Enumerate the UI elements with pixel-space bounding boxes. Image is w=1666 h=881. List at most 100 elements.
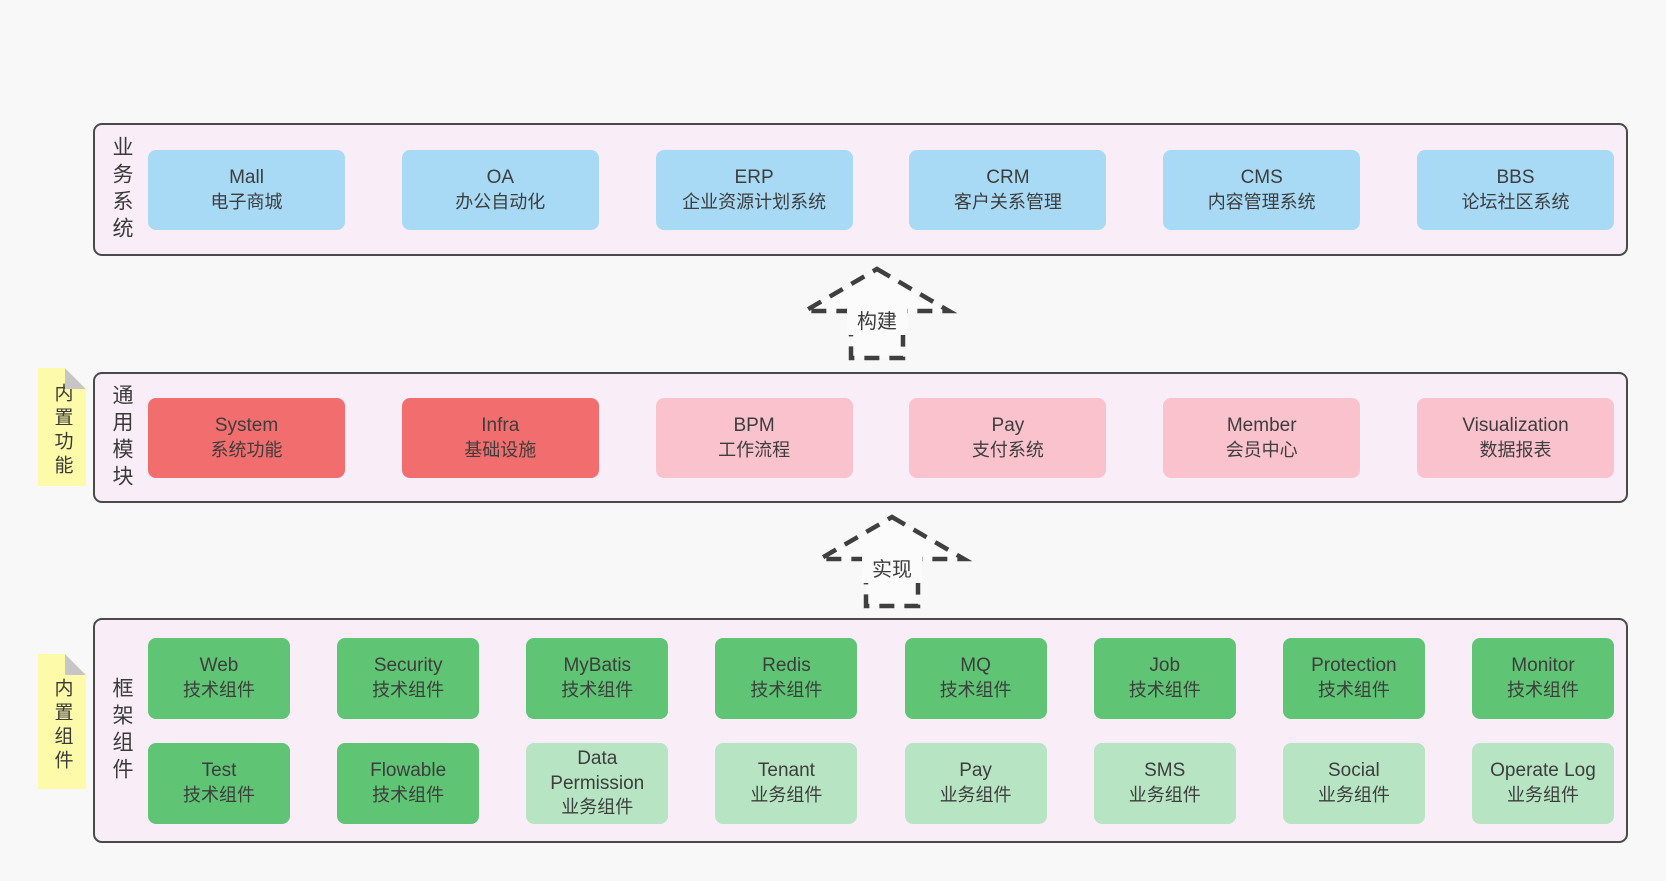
box-subtitle: 支付系统 xyxy=(971,439,1044,460)
box-monitor: Monitor 技术组件 xyxy=(1471,638,1614,719)
box-subtitle: 系统功能 xyxy=(210,439,283,460)
framework-components-row-1: Web 技术组件 Security 技术组件 MyBatis 技术组件 Redi… xyxy=(148,638,1614,719)
box-social: Social 业务组件 xyxy=(1282,743,1425,824)
box-title: ERP xyxy=(734,166,774,188)
box-subtitle: 技术组件 xyxy=(1128,680,1201,701)
box-subtitle: 技术组件 xyxy=(372,785,445,806)
box-subtitle: 技术组件 xyxy=(1317,680,1390,701)
box-title: Pay xyxy=(959,760,992,782)
box-subtitle: 技术组件 xyxy=(372,680,445,701)
layer-framework-components: 框架组件 Web 技术组件 Security 技术组件 MyBatis 技术组件… xyxy=(93,618,1628,843)
box-title: Protection xyxy=(1311,655,1397,677)
box-title: Security xyxy=(373,655,443,677)
sticky-note-built-in-components: 内置组件 xyxy=(38,654,86,789)
box-title: OA xyxy=(486,166,515,188)
box-subtitle: 技术组件 xyxy=(750,680,823,701)
box-oa: OA 办公自动化 xyxy=(401,150,599,230)
box-subtitle: 技术组件 xyxy=(183,680,255,701)
box-title: Redis xyxy=(762,655,811,677)
box-flowable: Flowable 技术组件 xyxy=(337,743,480,824)
box-crm: CRM 客户关系管理 xyxy=(909,150,1107,230)
box-subtitle: 技术组件 xyxy=(183,785,255,806)
box-system: System 系统功能 xyxy=(148,398,345,478)
arrow-label-backplate xyxy=(847,307,907,335)
common-modules-row: System 系统功能 Infra 基础设施 BPM 工作流程 Pay 支付系统… xyxy=(148,398,1614,478)
box-sms: SMS 业务组件 xyxy=(1093,743,1236,824)
box-operate-log: Operate Log 业务组件 xyxy=(1471,743,1614,824)
box-subtitle: 业务组件 xyxy=(1317,785,1390,806)
layer-business-systems: 业务系统 Mall 电子商城 OA 办公自动化 ERP 企业资源计划系统 CRM… xyxy=(93,123,1628,256)
box-title: Test xyxy=(201,760,237,782)
box-subtitle: 论坛社区系统 xyxy=(1461,191,1570,212)
up-arrow-implement: 实现 xyxy=(812,514,972,609)
box-web: Web 技术组件 xyxy=(148,638,290,719)
layer-label-framework-components: 框架组件 xyxy=(110,676,133,785)
box-subtitle: 业务组件 xyxy=(1506,785,1579,806)
up-arrow-build: 构建 xyxy=(797,266,957,361)
sticky-note-label: 内置功能 xyxy=(51,383,73,479)
layer-common-modules: 通用模块 System 系统功能 Infra 基础设施 BPM 工作流程 Pay… xyxy=(93,372,1628,503)
arrow-label: 构建 xyxy=(857,310,897,333)
box-subtitle: 技术组件 xyxy=(939,680,1012,701)
box-subtitle: 数据报表 xyxy=(1479,439,1552,460)
box-subtitle: 业务组件 xyxy=(750,785,823,806)
box-title: Visualization xyxy=(1462,414,1569,436)
box-title: Operate Log xyxy=(1490,760,1596,782)
box-subtitle: 技术组件 xyxy=(1506,680,1579,701)
arrow-label-backplate xyxy=(862,555,922,583)
box-bpm: BPM 工作流程 xyxy=(655,398,853,478)
box-title: Pay xyxy=(991,414,1025,436)
box-title: SMS xyxy=(1144,760,1186,782)
box-subtitle: 办公自动化 xyxy=(455,191,546,212)
box-subtitle: 技术组件 xyxy=(561,680,634,701)
box-title: Flowable xyxy=(370,760,447,782)
box-visualization: Visualization 数据报表 xyxy=(1416,398,1614,478)
box-member: Member 会员中心 xyxy=(1163,398,1361,478)
box-title: Tenant xyxy=(757,760,815,782)
box-title: Data Permission xyxy=(550,748,645,794)
box-subtitle: 企业资源计划系统 xyxy=(682,191,827,212)
sticky-note-built-in-features: 内置功能 xyxy=(38,368,86,486)
box-mq: MQ 技术组件 xyxy=(904,638,1047,719)
box-title: Job xyxy=(1149,655,1181,677)
box-redis: Redis 技术组件 xyxy=(715,638,858,719)
box-subtitle: 电子商城 xyxy=(210,191,283,212)
framework-components-row-2: Test 技术组件 Flowable 技术组件 Data Permission … xyxy=(148,743,1614,824)
box-erp: ERP 企业资源计划系统 xyxy=(655,150,853,230)
box-cms: CMS 内容管理系统 xyxy=(1163,150,1361,230)
layer-label-business-systems: 业务系统 xyxy=(110,135,133,244)
box-title: CMS xyxy=(1240,166,1283,188)
box-subtitle: 会员中心 xyxy=(1225,439,1298,460)
box-title: Web xyxy=(199,655,239,677)
box-subtitle: 基础设施 xyxy=(464,439,537,460)
box-title: Social xyxy=(1327,760,1380,782)
box-title: Mall xyxy=(229,166,264,188)
box-title: MQ xyxy=(960,655,991,677)
box-mall: Mall 电子商城 xyxy=(148,150,345,230)
box-subtitle: 内容管理系统 xyxy=(1207,191,1316,212)
box-subtitle: 业务组件 xyxy=(561,797,634,818)
box-test: Test 技术组件 xyxy=(148,743,290,824)
box-title: BPM xyxy=(733,414,775,436)
box-subtitle: 业务组件 xyxy=(1128,785,1201,806)
box-tenant: Tenant 业务组件 xyxy=(715,743,858,824)
box-title: Infra xyxy=(481,414,520,436)
box-pay-component: Pay 业务组件 xyxy=(904,743,1047,824)
box-title: Monitor xyxy=(1511,655,1575,677)
box-title: Member xyxy=(1226,414,1297,436)
box-bbs: BBS 论坛社区系统 xyxy=(1416,150,1614,230)
box-mybatis: MyBatis 技术组件 xyxy=(526,638,669,719)
box-title: MyBatis xyxy=(563,655,632,677)
arrow-label: 实现 xyxy=(872,558,912,581)
box-title: System xyxy=(214,414,279,436)
box-subtitle: 业务组件 xyxy=(939,785,1012,806)
sticky-note-label: 内置组件 xyxy=(51,677,73,774)
business-systems-row: Mall 电子商城 OA 办公自动化 ERP 企业资源计划系统 CRM 客户关系… xyxy=(148,150,1614,230)
box-infra: Infra 基础设施 xyxy=(401,398,599,478)
box-title: CRM xyxy=(986,166,1030,188)
box-subtitle: 客户关系管理 xyxy=(953,191,1062,212)
box-protection: Protection 技术组件 xyxy=(1282,638,1425,719)
box-pay-system: Pay 支付系统 xyxy=(909,398,1107,478)
box-subtitle: 工作流程 xyxy=(718,439,791,460)
box-job: Job 技术组件 xyxy=(1093,638,1236,719)
